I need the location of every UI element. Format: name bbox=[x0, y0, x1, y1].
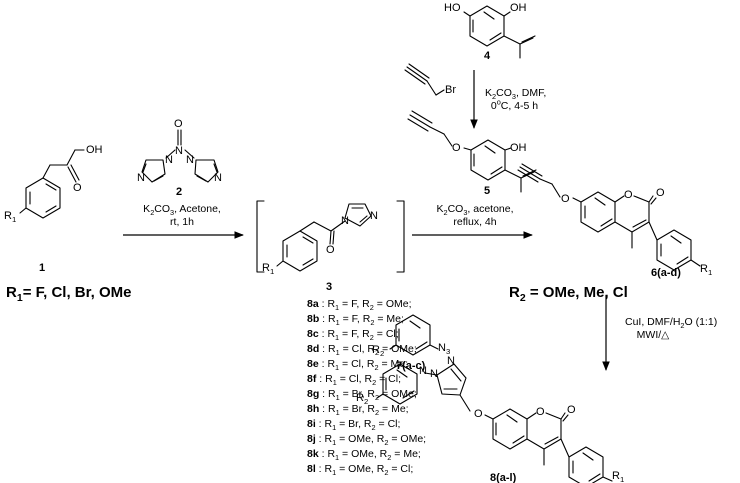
structure-compound-4 bbox=[463, 5, 536, 59]
conditions-step3: K2CO3, acetone,reflux, 4h bbox=[436, 203, 514, 228]
compound-id: 8k bbox=[307, 448, 319, 460]
compound-list-item: 8h : R1 = Br, R2 = Me; bbox=[307, 403, 409, 418]
compound-id: 8e bbox=[307, 358, 319, 370]
compound-list-item: 8l : R1 = OMe, R2 = Cl; bbox=[307, 463, 414, 478]
compound-list-item: 8f : R1 = Cl, R2 = Cl; bbox=[307, 373, 401, 388]
atom-label-oh: OH bbox=[510, 142, 527, 154]
atom-label-o: O bbox=[73, 182, 82, 194]
atom-label-oh: OH bbox=[510, 2, 527, 14]
atom-label-o: O bbox=[536, 406, 545, 418]
atom-label-o: O bbox=[452, 142, 461, 154]
compound-id: 8a bbox=[307, 298, 319, 310]
compound-list: 8a : R1 = F, R2 = OMe;8b : R1 = F, R2 = … bbox=[307, 297, 426, 477]
compound-list-item: 8i : R1 = Br, R2 = Cl; bbox=[307, 418, 401, 433]
atom-label-n: N bbox=[430, 368, 438, 380]
compound-id: 8g bbox=[307, 388, 320, 400]
compound-label-2: 2 bbox=[176, 186, 183, 198]
structure-propargyl-bromide bbox=[404, 63, 445, 96]
compound-label-1: 1 bbox=[39, 262, 46, 274]
compound-list-item: 8g : R1 = Br, R2 = OMe; bbox=[307, 388, 417, 403]
compound-list-item: 8j : R1 = OMe, R2 = OMe; bbox=[307, 433, 427, 448]
compound-id: 8c bbox=[307, 328, 319, 340]
atom-label-r1: R1 bbox=[700, 263, 713, 278]
compound-id: 8l bbox=[307, 463, 316, 475]
atom-label-r1: R1 bbox=[612, 470, 625, 483]
atom-label-o: O bbox=[174, 118, 183, 130]
compound-list-item: 8e : R1 = Cl, R2 = Me; bbox=[307, 358, 409, 373]
atom-label-n: N bbox=[447, 355, 455, 367]
atom-label-n: N bbox=[419, 365, 427, 377]
atom-label-o: O bbox=[656, 187, 665, 199]
atom-label-n: N bbox=[370, 210, 378, 222]
atom-label-r2: R2 bbox=[356, 392, 369, 407]
compound-label-5: 5 bbox=[484, 185, 491, 197]
structure-compound-2 bbox=[141, 129, 219, 183]
conditions-step4: CuI, DMF/H2O (1:1) MWI/△ bbox=[625, 316, 718, 341]
atom-label-oh: OH bbox=[86, 144, 103, 156]
reaction-arrows bbox=[123, 70, 610, 371]
compound-list-item: 8d : R1 = Cl, R2 = OMe; bbox=[307, 343, 417, 358]
atom-label-n: N bbox=[186, 154, 194, 166]
atom-label-o: O bbox=[624, 189, 633, 201]
r2-definition: R2 = OMe, Me, Cl bbox=[509, 284, 628, 304]
compound-label-7: 7(a-c) bbox=[396, 360, 426, 372]
atom-label-r2: R2 bbox=[372, 344, 385, 359]
compound-list-item: 8k : R1 = OMe, R2 = Me; bbox=[307, 448, 421, 463]
compound-label-4: 4 bbox=[484, 50, 491, 62]
atom-label-n: N bbox=[214, 172, 222, 184]
structure-compound-7 bbox=[389, 314, 439, 356]
compound-id: 8f bbox=[307, 373, 317, 385]
r1-definition: R1= F, Cl, Br, OMe bbox=[6, 284, 132, 304]
atom-label-o: O bbox=[326, 244, 335, 256]
structure-compound-3 bbox=[256, 200, 405, 273]
structure-compound-1 bbox=[19, 149, 85, 219]
atom-label-ho: HO bbox=[444, 2, 461, 14]
compound-id: 8b bbox=[307, 313, 320, 325]
atom-label-n: N bbox=[137, 172, 145, 184]
atom-label-n: N bbox=[175, 145, 183, 157]
compound-label-3: 3 bbox=[326, 281, 333, 293]
atom-label-r1: R1 bbox=[262, 262, 275, 277]
compound-id: 8i bbox=[307, 418, 316, 430]
conditions-step1: K2CO3, Acetone,rt, 1h bbox=[143, 203, 221, 228]
compound-list-item: 8a : R1 = F, R2 = OMe; bbox=[307, 298, 412, 313]
atom-label-r1: R1 bbox=[4, 210, 17, 225]
atom-label-o: O bbox=[474, 408, 483, 420]
atom-label-n3: N3 bbox=[438, 342, 451, 357]
compound-id: 8h bbox=[307, 403, 320, 415]
compound-id: 8d bbox=[307, 343, 320, 355]
compound-list-item: 8b : R1 = F, R2 = Me; bbox=[307, 313, 404, 328]
atom-label-br: Br bbox=[445, 84, 456, 96]
structure-compound-6 bbox=[517, 163, 701, 271]
compound-label-6: 6(a-d) bbox=[651, 267, 681, 279]
atom-label-o: O bbox=[561, 193, 570, 205]
structure-compound-8 bbox=[376, 363, 613, 483]
compound-label-8: 8(a-l) bbox=[490, 472, 517, 483]
atom-label-n: N bbox=[341, 215, 349, 227]
atom-label-o: O bbox=[567, 404, 576, 416]
compound-id: 8j bbox=[307, 433, 316, 445]
conditions-step2: K2CO3, DMF, 0oC, 4-5 h bbox=[485, 87, 547, 112]
atom-label-n: N bbox=[165, 154, 173, 166]
compound-list-item: 8c : R1 = F, R2 = Cl; bbox=[307, 328, 399, 343]
